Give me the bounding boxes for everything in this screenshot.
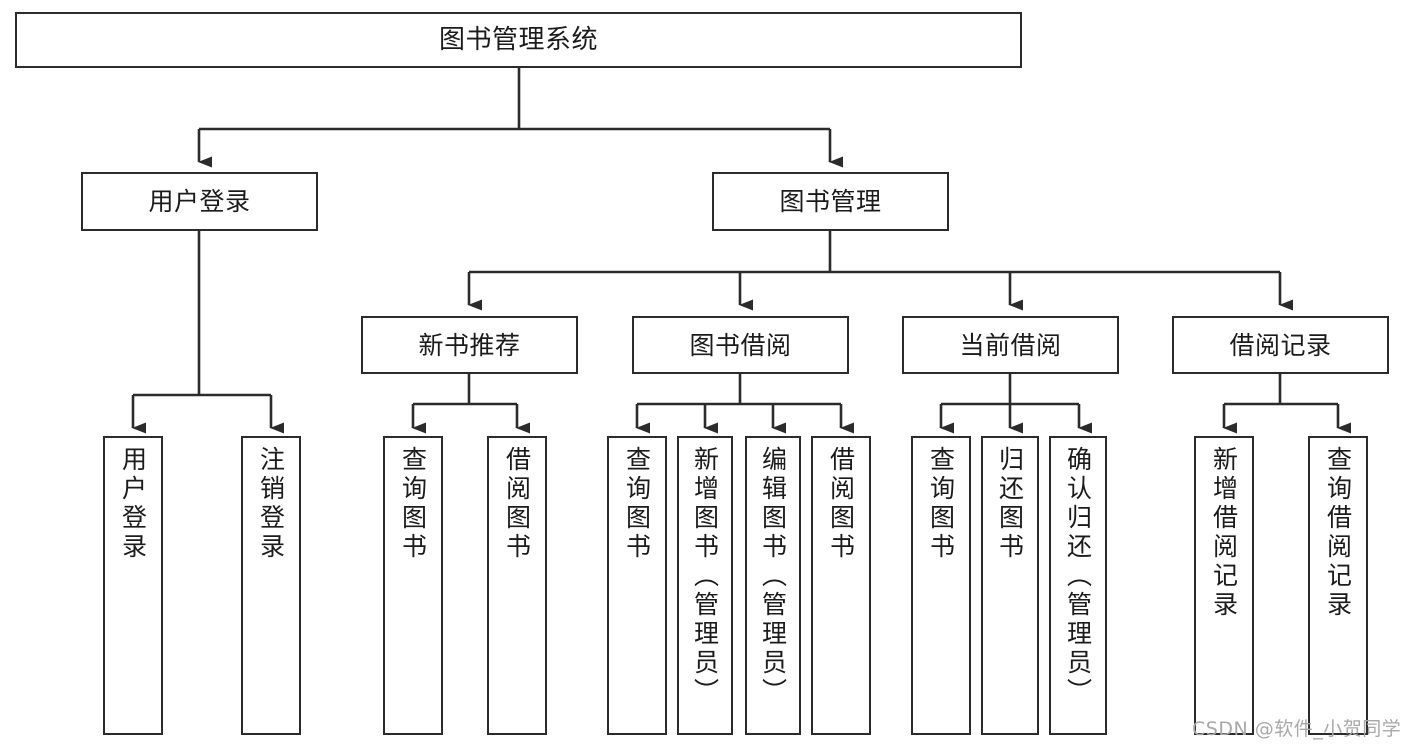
node-label: 新增图书（管理员） — [690, 446, 720, 707]
node-label: 确认归还（管理员） — [1063, 446, 1093, 707]
node-label: 图书借阅 — [689, 330, 792, 360]
node-leaf-add-book[interactable]: 新增图书（管理员） — [677, 436, 733, 735]
node-borrow-record[interactable]: 借阅记录 — [1172, 316, 1389, 374]
node-leaf-user-login[interactable]: 用户登录 — [103, 436, 163, 735]
node-label: 当前借阅 — [959, 330, 1062, 360]
node-new-book-rec[interactable]: 新书推荐 — [361, 316, 578, 374]
node-root-system[interactable]: 图书管理系统 — [15, 12, 1022, 68]
node-leaf-rec-borrow[interactable]: 借阅图书 — [487, 436, 547, 735]
node-label: 借阅记录 — [1229, 330, 1332, 360]
node-label: 查询图书 — [398, 446, 428, 562]
node-leaf-query-record[interactable]: 查询借阅记录 — [1308, 436, 1368, 735]
node-leaf-borrow-book[interactable]: 借阅图书 — [811, 436, 871, 735]
node-label: 编辑图书（管理员） — [758, 446, 788, 707]
node-leaf-return-book[interactable]: 归还图书 — [981, 436, 1039, 735]
node-leaf-rec-query[interactable]: 查询图书 — [383, 436, 443, 735]
node-label: 图书管理系统 — [438, 24, 598, 55]
node-label: 用户登录 — [118, 446, 148, 562]
node-leaf-edit-book[interactable]: 编辑图书（管理员） — [745, 436, 801, 735]
node-label: 查询借阅记录 — [1323, 446, 1353, 620]
node-label: 注销登录 — [256, 446, 286, 562]
csdn-watermark: CSDN @软件_小贺同学 — [1192, 718, 1402, 740]
node-label: 借阅图书 — [826, 446, 856, 562]
node-label: 新书推荐 — [418, 330, 521, 360]
node-label: 查询图书 — [622, 446, 652, 562]
node-leaf-logout[interactable]: 注销登录 — [241, 436, 301, 735]
node-label: 新增借阅记录 — [1209, 446, 1239, 620]
node-leaf-confirm-return[interactable]: 确认归还（管理员） — [1049, 436, 1107, 735]
node-current-borrow[interactable]: 当前借阅 — [902, 316, 1119, 374]
node-label: 归还图书 — [995, 446, 1025, 562]
node-label: 借阅图书 — [502, 446, 532, 562]
node-label: 图书管理 — [779, 187, 882, 216]
node-book-manage[interactable]: 图书管理 — [712, 172, 949, 231]
node-leaf-cur-query[interactable]: 查询图书 — [911, 436, 971, 735]
node-label: 用户登录 — [148, 187, 251, 216]
node-user-login[interactable]: 用户登录 — [81, 172, 318, 231]
node-label: 查询图书 — [926, 446, 956, 562]
node-leaf-add-record[interactable]: 新增借阅记录 — [1194, 436, 1254, 735]
node-book-borrow[interactable]: 图书借阅 — [632, 316, 849, 374]
node-leaf-borrow-query[interactable]: 查询图书 — [607, 436, 667, 735]
